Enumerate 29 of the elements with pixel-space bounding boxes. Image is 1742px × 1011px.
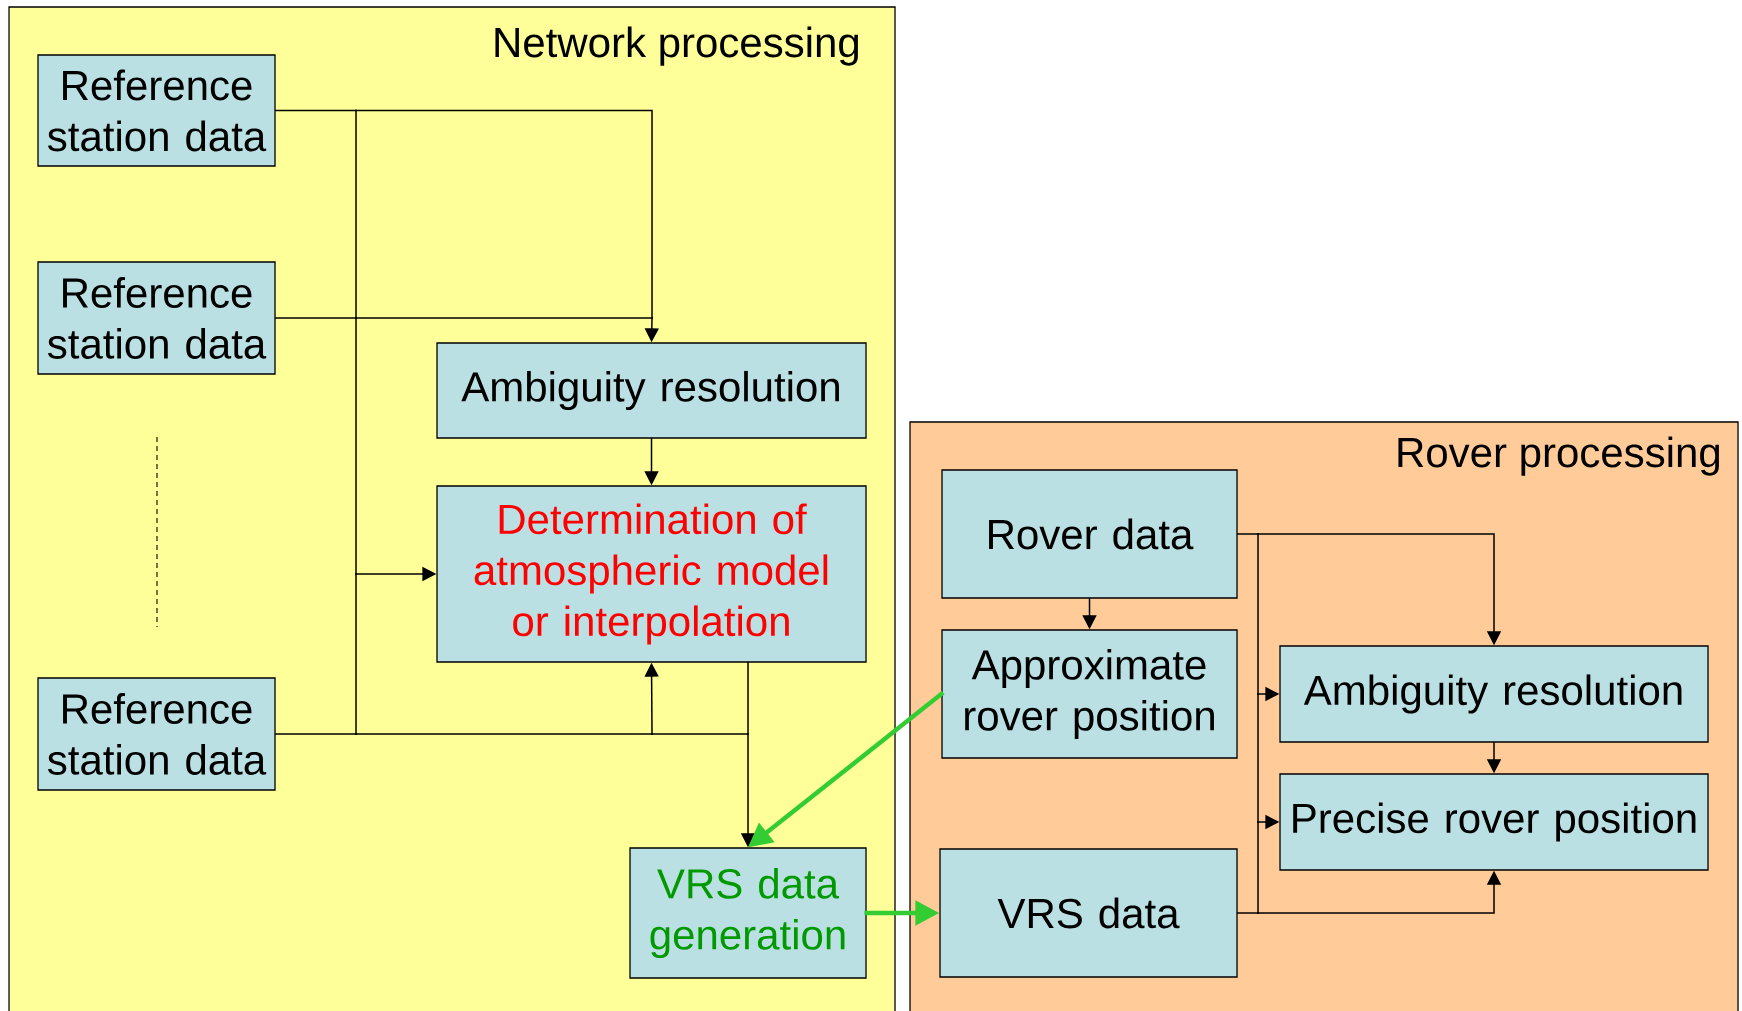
connector-line	[274, 733, 357, 735]
connector-line	[1257, 693, 1259, 823]
process-box: Ambiguity resolution	[1279, 645, 1709, 743]
connector-line	[1257, 821, 1259, 914]
connector-line	[1257, 533, 1259, 695]
connector-line	[355, 109, 357, 319]
process-box: VRS data	[939, 848, 1238, 978]
process-box: Reference station data	[37, 677, 276, 791]
process-box: Reference station data	[37, 54, 276, 167]
connector-line	[747, 661, 749, 735]
connector-line	[1236, 533, 1259, 535]
process-box: Ambiguity resolution	[436, 342, 867, 439]
connector-line	[355, 109, 653, 319]
process-box: VRS data generation	[629, 847, 867, 979]
connector-line	[651, 733, 749, 735]
panel-title: Network processing	[495, 26, 858, 66]
panel-title: Rover processing	[1398, 436, 1719, 476]
process-box: Approximate rover position	[941, 629, 1238, 759]
process-box: Determination of atmospheric model or interpolation	[436, 485, 867, 663]
connector-line	[355, 733, 653, 735]
connector-line	[1236, 912, 1259, 914]
connector-line	[355, 573, 357, 735]
connector-line	[274, 317, 357, 319]
connector-line	[274, 109, 357, 112]
process-box: Precise rover position	[1279, 773, 1709, 871]
process-box: Reference station data	[37, 261, 276, 375]
connector-line	[355, 317, 357, 575]
connector-line	[355, 317, 653, 319]
process-box: Rover data	[941, 469, 1238, 599]
